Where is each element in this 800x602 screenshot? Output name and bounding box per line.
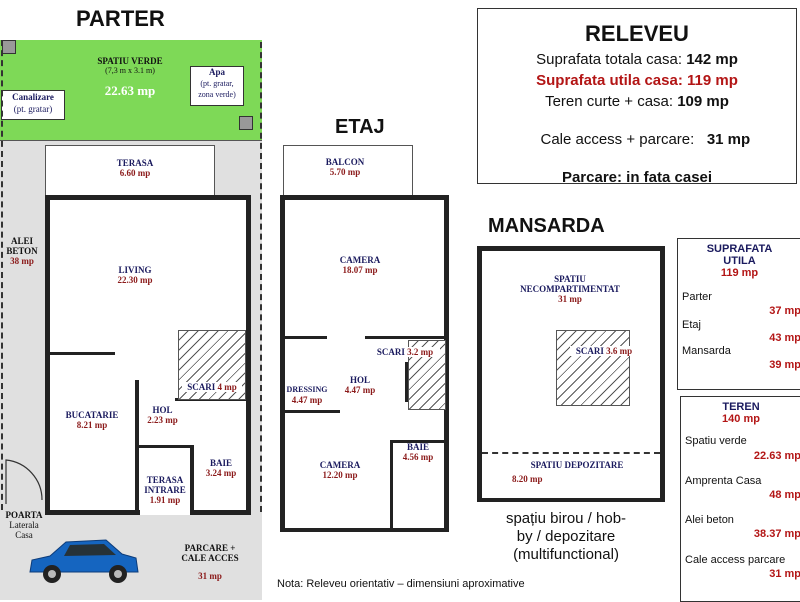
releveu-title: RELEVEU bbox=[585, 21, 689, 46]
releveu-row-acces: Cale access + parcare: 31 mp bbox=[540, 131, 751, 148]
etaj-baie: BAIE 4.56 mp bbox=[402, 442, 434, 462]
wall bbox=[45, 510, 140, 515]
mansarda-depozitare-line bbox=[482, 452, 660, 454]
mansarda-scari: SCARI 3.6 mp bbox=[570, 346, 638, 356]
apa-line3: zona verde) bbox=[198, 90, 236, 99]
parter-baie: BAIE 3.24 mp bbox=[205, 458, 237, 478]
su-parter-value: 37 mp bbox=[769, 305, 800, 317]
releveu-row-utila: Suprafata utila casa: 119 mp bbox=[536, 72, 738, 89]
wall bbox=[477, 246, 665, 251]
teren-amprenta-label: Amprenta Casa bbox=[685, 475, 762, 487]
apa-marker bbox=[239, 116, 253, 130]
parter-hol: HOL 2.23 mp bbox=[147, 405, 178, 425]
etaj-scari: SCARI 3.2 mp bbox=[370, 347, 440, 357]
releveu-parcare: Parcare: in fata casei bbox=[561, 169, 713, 186]
wall bbox=[190, 510, 251, 515]
mansarda-spatiu: SPATIU NECOMPARTIMENTAT 31 mp bbox=[520, 274, 620, 304]
su-mansarda-value: 39 mp bbox=[769, 359, 800, 371]
etaj-dressing: DRESSING 4.47 mp bbox=[286, 385, 328, 405]
mansarda-note: spațiu birou / hob- by / depozitare (mul… bbox=[476, 510, 656, 564]
canalizare-marker bbox=[2, 40, 16, 54]
wall bbox=[139, 445, 194, 448]
apa-box: Apa (pt. gratar, zona verde) bbox=[190, 66, 244, 106]
etaj-title: ETAJ bbox=[335, 116, 385, 138]
poarta-door-arc bbox=[5, 459, 43, 504]
apa-line1: Apa bbox=[208, 67, 225, 77]
wall bbox=[405, 362, 408, 402]
wall bbox=[135, 380, 139, 510]
wall bbox=[280, 195, 448, 200]
wall bbox=[280, 195, 285, 532]
teren-title: TEREN bbox=[722, 401, 760, 413]
parter-living: LIVING 22.30 mp bbox=[117, 265, 153, 285]
wall bbox=[45, 195, 251, 200]
canalizare-line1: Canalizare bbox=[12, 92, 54, 102]
parter-terasa: TERASA 6.60 mp bbox=[116, 158, 154, 178]
teren-alei-value: 38.37 mp bbox=[753, 528, 800, 540]
wall bbox=[246, 195, 251, 515]
wall bbox=[444, 195, 449, 532]
parter-bucatarie: BUCATARIE 8.21 mp bbox=[65, 410, 119, 430]
suprafata-utila-title2: UTILA bbox=[723, 255, 756, 267]
su-mansarda-label: Mansarda bbox=[682, 345, 731, 357]
wall bbox=[393, 440, 444, 443]
teren-verde-label: Spatiu verde bbox=[685, 435, 747, 447]
parter-parcare: PARCARE + CALE ACCES 31 mp bbox=[181, 543, 239, 581]
wall bbox=[390, 440, 393, 528]
mansarda-note-line3: (multifunctional) bbox=[513, 546, 619, 563]
wall bbox=[477, 246, 482, 502]
wall bbox=[280, 528, 449, 532]
canalizare-box: Canalizare (pt. gratar) bbox=[1, 90, 65, 120]
suprafata-utila-title1: SUPRAFATA bbox=[706, 243, 773, 255]
mansarda-note-line2: by / depozitare bbox=[516, 528, 616, 545]
lot-boundary-left bbox=[1, 40, 3, 510]
teren-verde-value: 22.63 mp bbox=[753, 450, 800, 462]
car-icon bbox=[29, 539, 139, 583]
parter-alei: ALEI BETON 38 mp bbox=[6, 236, 38, 266]
parter-terasa-area bbox=[45, 145, 215, 197]
canalizare-line2: (pt. gratar) bbox=[13, 104, 53, 114]
wall bbox=[190, 445, 194, 515]
etaj-camera2: CAMERA 12.20 mp bbox=[319, 460, 361, 480]
su-etaj-value: 43 mp bbox=[769, 332, 800, 344]
etaj-camera1: CAMERA 18.07 mp bbox=[339, 255, 381, 275]
spatiu-verde-label: SPATIU VERDE (7,3 m x 3.1 m) 22.63 mp bbox=[97, 56, 163, 98]
wall bbox=[45, 195, 50, 515]
teren-acces-label: Cale access parcare bbox=[685, 554, 786, 566]
etaj-balcon: BALCON 5.70 mp bbox=[325, 157, 365, 177]
nota-text: Nota: Releveu orientativ – dimensiuni ap… bbox=[277, 578, 525, 590]
teren-amprenta-value: 48 mp bbox=[769, 489, 800, 501]
etaj-balcon-area bbox=[283, 145, 413, 197]
parter-scari: SCARI 4 mp bbox=[182, 382, 242, 392]
apa-line2: (pt. gratar, bbox=[200, 79, 234, 88]
mansarda-title: MANSARDA bbox=[488, 215, 605, 237]
wall bbox=[50, 352, 115, 355]
suprafata-utila-box: SUPRAFATA UTILA 119 mp Parter 37 mp Etaj… bbox=[677, 238, 800, 390]
mansarda-note-line1: spațiu birou / hob- bbox=[505, 510, 627, 527]
etaj-hol: HOL 4.47 mp bbox=[344, 375, 376, 395]
mansarda-stairs bbox=[556, 330, 630, 406]
lot-boundary-right bbox=[260, 42, 262, 512]
teren-alei-label: Alei beton bbox=[685, 514, 734, 526]
su-etaj-label: Etaj bbox=[682, 319, 701, 331]
wall bbox=[660, 246, 665, 502]
teren-total: 140 mp bbox=[722, 413, 760, 425]
releveu-box: RELEVEU Suprafata totala casa: 142 mp Su… bbox=[477, 8, 797, 186]
parter-title: PARTER bbox=[76, 6, 165, 31]
wall bbox=[285, 410, 340, 413]
releveu-row-teren: Teren curte + casa: 109 mp bbox=[545, 93, 729, 110]
wall bbox=[285, 336, 327, 339]
wall bbox=[477, 498, 665, 502]
suprafata-utila-total: 119 mp bbox=[720, 267, 759, 279]
poarta-label: POARTA Laterala Casa bbox=[5, 510, 43, 540]
mansarda-depozitare: SPATIU DEPOZITARE 8.20 mp bbox=[512, 460, 624, 484]
su-parter-label: Parter bbox=[682, 291, 712, 303]
parter-terasa-intrare: TERASA INTRARE 1.91 mp bbox=[141, 475, 189, 506]
teren-box: TEREN 140 mp Spatiu verde 22.63 mp Ampre… bbox=[680, 396, 800, 602]
releveu-row-total: Suprafata totala casa: 142 mp bbox=[536, 51, 738, 68]
wall bbox=[365, 336, 444, 339]
teren-acces-value: 31 mp bbox=[769, 568, 800, 580]
